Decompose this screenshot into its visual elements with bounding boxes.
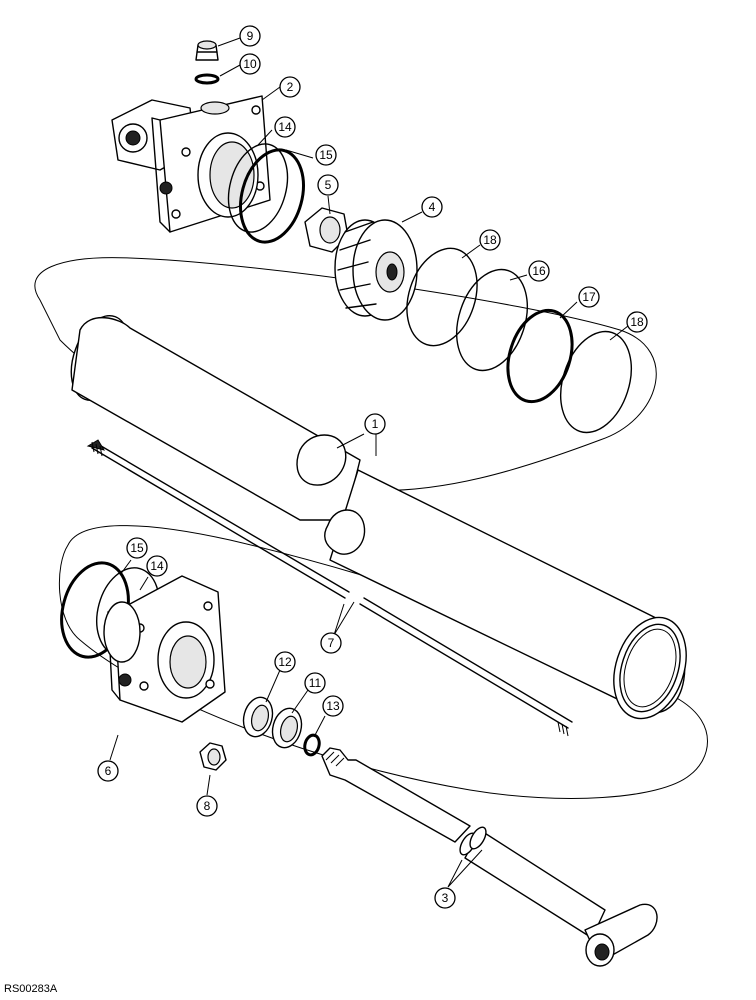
callout-label-4: 4 <box>429 200 436 214</box>
part-8-nut <box>199 742 227 771</box>
callout-17: 17 <box>578 286 600 308</box>
part-6-cylinder-cap <box>103 575 226 723</box>
part-13-o-ring <box>303 733 321 757</box>
callout-label-9: 9 <box>247 29 254 43</box>
part-1-cylinder-tube <box>70 315 687 720</box>
callout-label-7: 7 <box>328 636 335 650</box>
callout-6: 6 <box>97 760 119 782</box>
callout-label-15-lower: 15 <box>130 541 144 555</box>
part-16-ring <box>456 268 528 372</box>
callout-7: 7 <box>320 632 342 654</box>
callout-label-14: 14 <box>278 120 292 134</box>
callout-label-14-lower: 14 <box>150 559 164 573</box>
callout-label-18-lower: 18 <box>630 315 644 329</box>
leader-lines <box>109 37 629 888</box>
callout-14-lower: 14 <box>146 555 168 577</box>
callout-12: 12 <box>274 651 296 673</box>
callout-label-1: 1 <box>372 417 379 431</box>
callout-13: 13 <box>322 695 344 717</box>
part-15-o-ring <box>239 148 305 244</box>
callout-10: 10 <box>239 53 261 75</box>
callout-label-17: 17 <box>582 290 596 304</box>
callout-label-5: 5 <box>325 178 332 192</box>
callout-label-13: 13 <box>326 699 340 713</box>
part-9-plug <box>195 40 219 61</box>
callout-label-11: 11 <box>309 676 322 690</box>
callout-3: 3 <box>434 887 456 909</box>
callout-8: 8 <box>196 795 218 817</box>
reference-code: RS00283A <box>4 983 58 995</box>
callout-label-12: 12 <box>278 655 292 669</box>
part-10-o-ring <box>194 73 220 85</box>
part-18-ring-upper <box>406 247 478 347</box>
callout-label-18-upper: 18 <box>483 233 497 247</box>
callout-label-2: 2 <box>287 80 294 94</box>
part-2-cylinder-head <box>111 95 271 233</box>
callout-label-6: 6 <box>105 764 112 778</box>
part-3-piston-rod <box>321 747 658 967</box>
callout-11: 11 <box>304 672 326 694</box>
callout-label-15: 15 <box>319 148 333 162</box>
part-17-o-ring <box>506 308 574 404</box>
callout-5: 5 <box>317 174 339 196</box>
part-12-rod-seal-inner <box>250 704 270 732</box>
callout-15: 15 <box>315 144 337 166</box>
callout-2: 2 <box>279 76 301 98</box>
part-7-tie-rod <box>86 439 573 737</box>
part-18-ring-lower <box>560 330 632 434</box>
callout-15-lower: 15 <box>126 537 148 559</box>
part-4-piston <box>334 219 418 321</box>
callout-label-10: 10 <box>243 57 257 71</box>
callout-14: 14 <box>274 116 296 138</box>
callout-label-3: 3 <box>442 891 449 905</box>
part-5-nut <box>304 207 349 253</box>
callout-9: 9 <box>239 25 261 47</box>
callout-label-16: 16 <box>532 264 546 278</box>
callout-4: 4 <box>421 196 443 218</box>
part-11-wiper-inner <box>279 715 299 743</box>
callout-18-upper: 18 <box>479 229 501 251</box>
callout-18-lower: 18 <box>626 311 648 333</box>
callout-16: 16 <box>528 260 550 282</box>
callout-label-8: 8 <box>204 799 211 813</box>
callout-1: 1 <box>364 413 386 435</box>
